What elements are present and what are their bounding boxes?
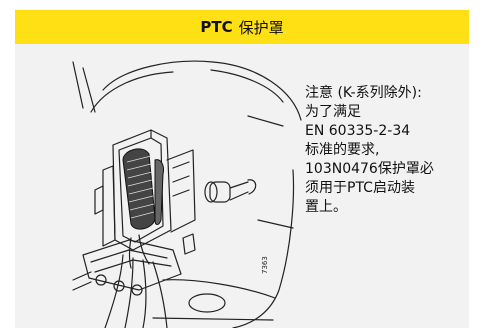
note-line: 为了满足 [305, 104, 361, 120]
header-title-cover: 保护罩 [238, 18, 284, 37]
note-line: 置上。 [305, 199, 347, 215]
card-header: PTC 保护罩 [15, 10, 469, 44]
note-line: EN 60335-2-34 [305, 123, 411, 139]
note-line: 103N0476保护罩必 [305, 161, 434, 177]
note-line: 须用于PTC启动装 [305, 180, 415, 196]
info-card: PTC 保护罩 [15, 10, 469, 328]
note-line: 标准的要求, [305, 142, 380, 158]
header-title-ptc: PTC [200, 18, 233, 36]
note-line: 注意 (K-系列除外): [305, 85, 422, 101]
note-text: 注意 (K-系列除外): 为了满足 EN 60335-2-34 标准的要求, 1… [305, 84, 475, 217]
figure-id-label: 7363 [261, 256, 269, 274]
compressor-ptc-cover-drawing: 7363 [72, 60, 302, 328]
